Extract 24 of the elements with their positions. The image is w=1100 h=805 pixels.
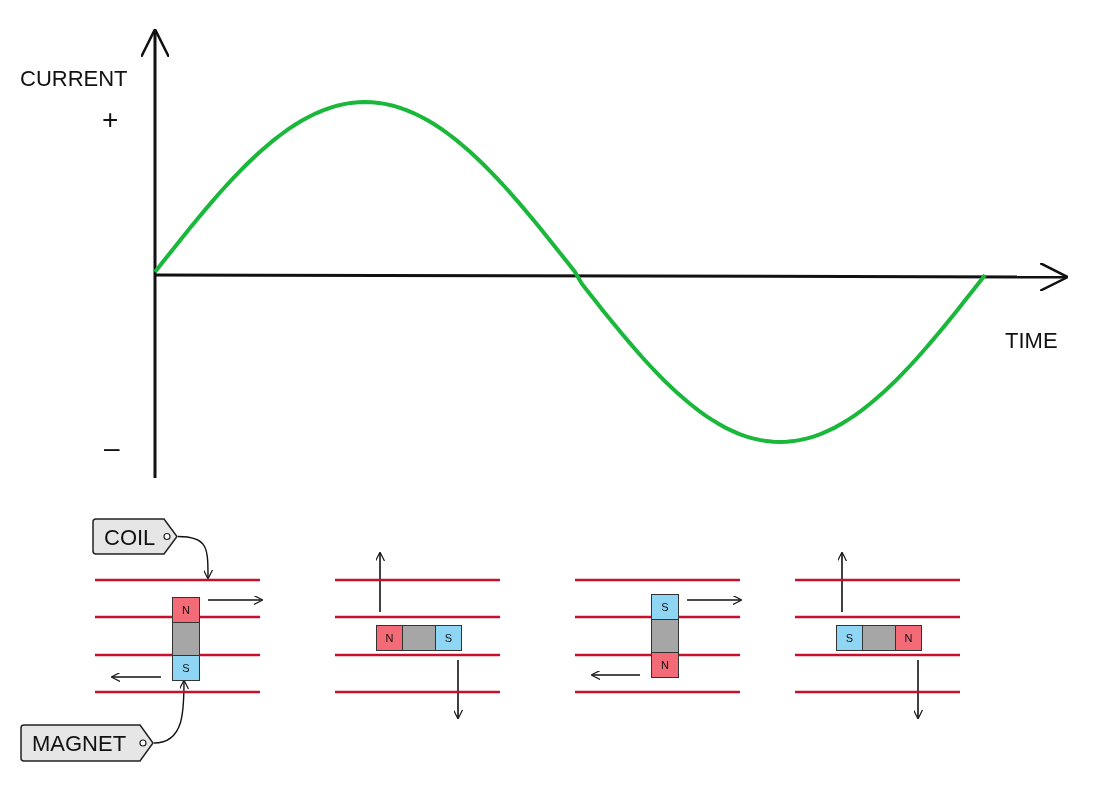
leader-line [177, 535, 214, 580]
magnet-pole: N [172, 597, 200, 623]
leader-line [153, 679, 190, 744]
bar-magnet [172, 597, 200, 681]
tag-text: COIL [104, 525, 156, 551]
magnet-pole: S [435, 625, 462, 651]
magnet-pole: N [376, 625, 403, 651]
magnet-pole: S [651, 594, 679, 620]
coil-drawing [575, 578, 740, 695]
bar-magnet [836, 625, 922, 651]
magnet-pole: N [651, 652, 679, 678]
magnet-pole: S [172, 655, 200, 681]
bar-magnet [376, 625, 462, 651]
coil-drawing [95, 578, 260, 695]
magnet-pole: N [895, 625, 922, 651]
bar-magnet [651, 594, 679, 678]
axis-label: CURRENT [20, 66, 128, 92]
coil-drawing [795, 578, 960, 695]
tag-text: MAGNET [32, 731, 127, 757]
minus-sign: – [104, 432, 120, 464]
axis-label: TIME [1005, 328, 1058, 354]
coil-drawing [335, 578, 500, 695]
plus-sign: + [102, 104, 119, 136]
magnet-pole: S [836, 625, 863, 651]
